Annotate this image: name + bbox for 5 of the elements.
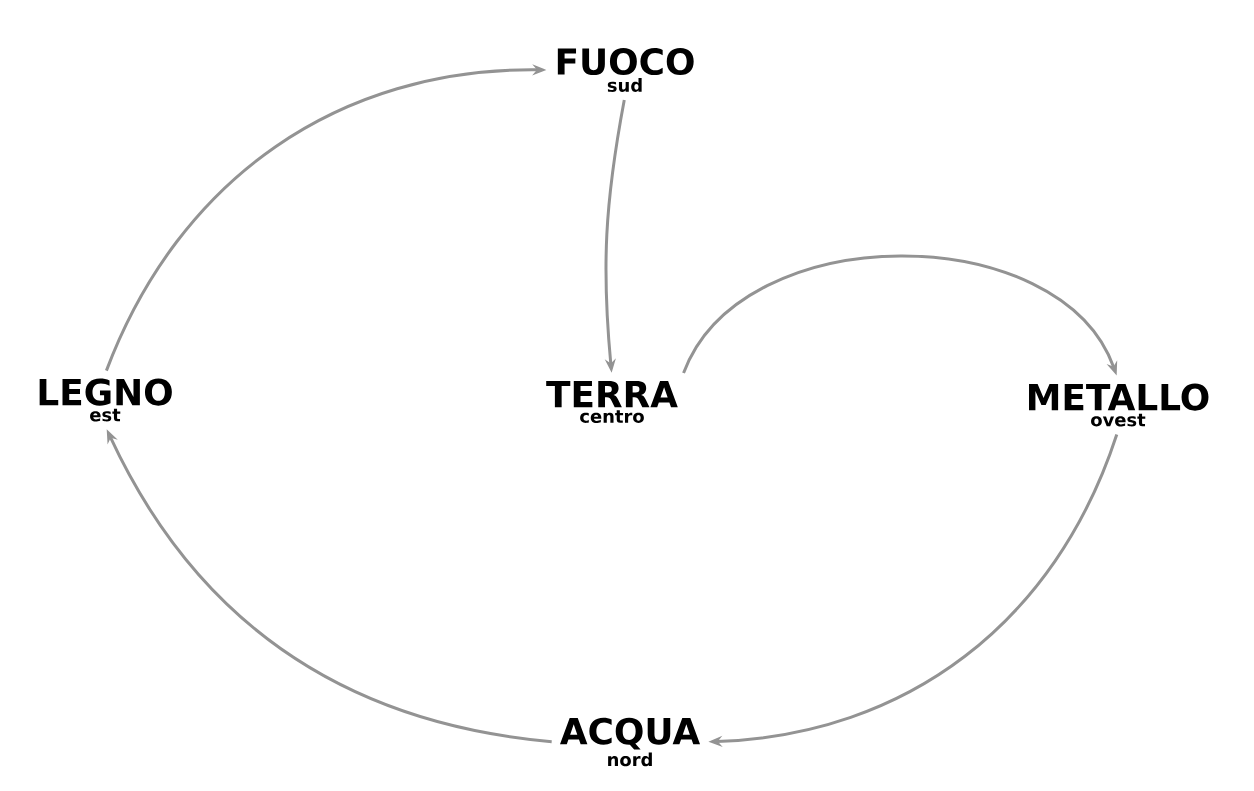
element-label: FUOCO sud (557, 48, 694, 92)
element-label: LEGNO est (39, 378, 172, 422)
element-label: TERRA centro (546, 381, 678, 423)
element-label: ACQUA nord (560, 717, 701, 767)
element-label: METALLO ovest (1029, 383, 1209, 427)
